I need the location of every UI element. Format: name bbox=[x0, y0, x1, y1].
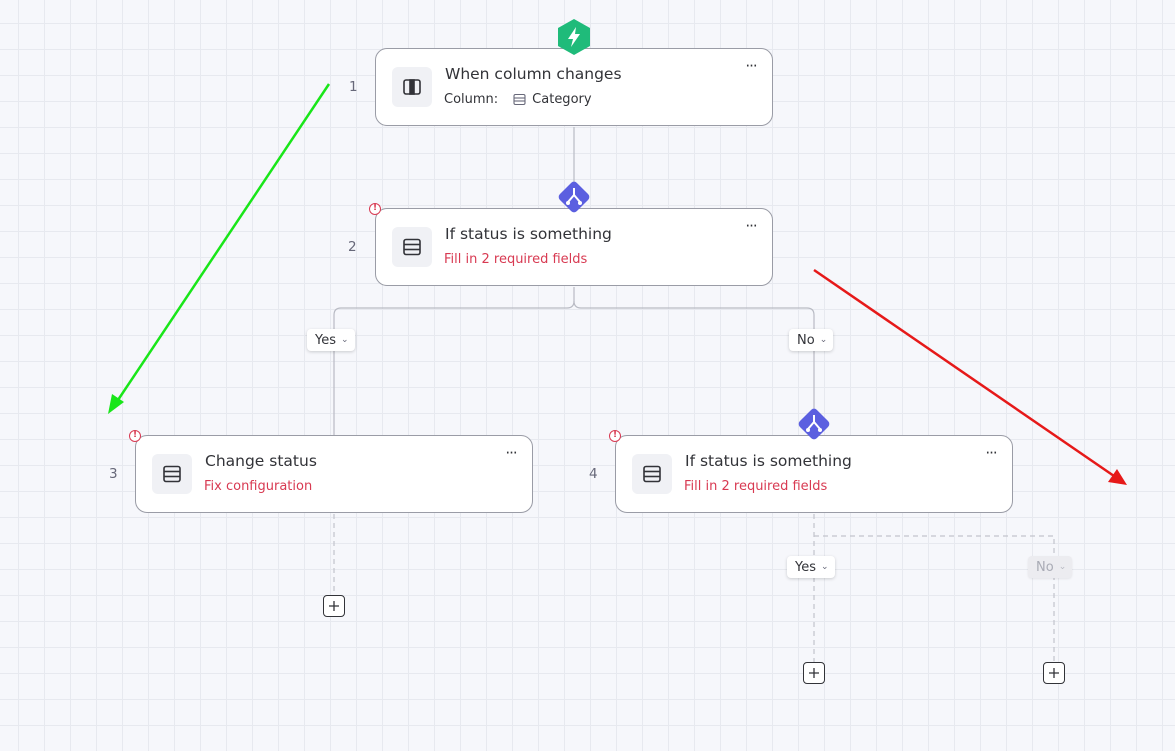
table-icon bbox=[632, 454, 672, 494]
connector-4-no bbox=[814, 535, 1055, 662]
plus-icon bbox=[1049, 668, 1059, 678]
error-icon: ! bbox=[369, 203, 381, 215]
column-value: Category bbox=[532, 92, 592, 107]
error-icon: ! bbox=[129, 430, 141, 442]
more-options-button[interactable]: ··· bbox=[745, 57, 757, 75]
branch-yes-dropdown[interactable]: Yes ⌄ bbox=[787, 556, 835, 578]
more-options-button[interactable]: ··· bbox=[745, 217, 757, 235]
step-number: 3 bbox=[109, 466, 118, 482]
node-title: If status is something bbox=[685, 452, 852, 470]
chevron-down-icon: ⌄ bbox=[1058, 562, 1067, 572]
add-step-button[interactable] bbox=[803, 662, 825, 684]
chevron-down-icon: ⌄ bbox=[819, 335, 828, 345]
green-annotation-arrow bbox=[108, 83, 331, 414]
step-number: 2 bbox=[348, 239, 357, 255]
condition-node[interactable]: If status is something Fill in 2 require… bbox=[375, 208, 773, 286]
node-error-text: Fill in 2 required fields bbox=[684, 479, 828, 494]
branch-label: No bbox=[1036, 559, 1054, 575]
branch-icon bbox=[554, 177, 594, 221]
table-icon bbox=[392, 227, 432, 267]
action-node[interactable]: Change status Fix configuration ··· bbox=[135, 435, 533, 513]
chevron-down-icon: ⌄ bbox=[821, 562, 829, 572]
red-annotation-arrow bbox=[813, 268, 1127, 485]
step-number: 1 bbox=[349, 79, 358, 95]
add-step-button[interactable] bbox=[1043, 662, 1065, 684]
branch-yes-dropdown[interactable]: Yes ⌄ bbox=[307, 329, 355, 351]
node-title: If status is something bbox=[445, 225, 612, 243]
node-error-text: Fill in 2 required fields bbox=[444, 252, 588, 267]
branch-no-dropdown[interactable]: No ⌄ bbox=[1028, 556, 1073, 578]
node-column-info: Column: Category bbox=[444, 92, 592, 107]
branch-icon bbox=[794, 404, 834, 448]
connector-2-yes bbox=[333, 287, 575, 435]
column-icon bbox=[392, 67, 432, 107]
node-title: Change status bbox=[205, 452, 317, 470]
branch-no-dropdown[interactable]: No ⌄ bbox=[789, 329, 834, 351]
node-title: When column changes bbox=[445, 65, 622, 83]
table-icon bbox=[513, 93, 526, 106]
chevron-down-icon: ⌄ bbox=[341, 335, 349, 345]
branch-label: No bbox=[797, 332, 815, 348]
plus-icon bbox=[329, 601, 339, 611]
add-step-button[interactable] bbox=[323, 595, 345, 617]
node-error-text: Fix configuration bbox=[204, 479, 313, 494]
bolt-icon bbox=[557, 18, 591, 60]
table-icon bbox=[152, 454, 192, 494]
trigger-node[interactable]: When column changes Column: Category ··· bbox=[375, 48, 773, 126]
branch-label: Yes bbox=[795, 559, 816, 575]
condition-node[interactable]: If status is something Fill in 2 require… bbox=[615, 435, 1013, 513]
error-icon: ! bbox=[609, 430, 621, 442]
connector-2-no bbox=[573, 300, 815, 435]
branch-label: Yes bbox=[315, 332, 336, 348]
plus-icon bbox=[809, 668, 819, 678]
more-options-button[interactable]: ··· bbox=[985, 444, 997, 462]
more-options-button[interactable]: ··· bbox=[505, 444, 517, 462]
column-label: Column: bbox=[444, 92, 499, 107]
step-number: 4 bbox=[589, 466, 598, 482]
